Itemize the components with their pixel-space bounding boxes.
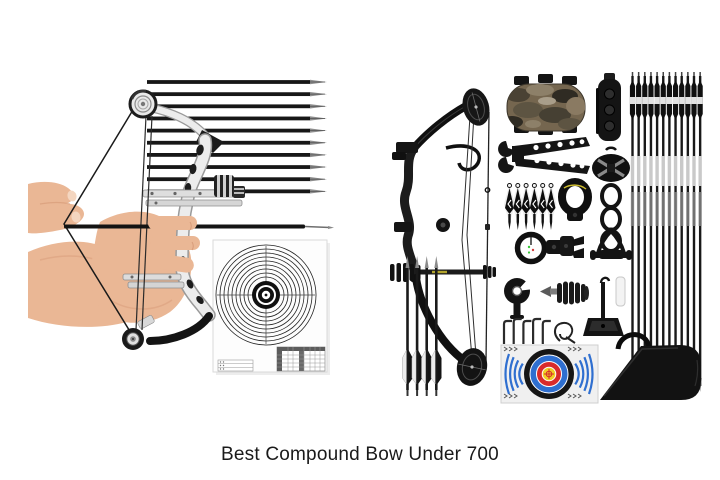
arrow	[147, 140, 327, 145]
arrow	[147, 79, 327, 85]
compound-bow	[390, 88, 496, 386]
arrow	[402, 256, 413, 396]
arrow	[421, 256, 432, 396]
upper-limb	[410, 102, 470, 152]
broadhead	[512, 183, 524, 230]
broadhead	[537, 183, 549, 230]
arrow	[430, 256, 442, 396]
standing-arrows	[402, 256, 442, 396]
lower-bracket	[122, 273, 185, 289]
broadhead	[528, 183, 540, 230]
quiver	[592, 146, 630, 259]
arrow	[666, 72, 672, 392]
left-photo	[28, 79, 334, 375]
arrow	[147, 116, 327, 121]
arrow	[147, 164, 327, 170]
wrist-release	[558, 178, 592, 221]
arrow-bundle	[629, 72, 703, 392]
nocked-arrow	[64, 224, 334, 229]
d-loop-cord	[554, 321, 576, 344]
cable-guard	[445, 144, 481, 172]
allen-wrench	[541, 319, 551, 344]
release-aid	[596, 73, 621, 141]
arrow	[654, 72, 660, 392]
strings	[461, 111, 491, 363]
riser	[400, 143, 419, 283]
arrow	[147, 91, 327, 97]
top-cam	[128, 89, 158, 119]
string-dampener	[540, 281, 589, 305]
bow-holder	[583, 276, 624, 336]
arrow	[147, 104, 327, 109]
bow-sight	[514, 231, 584, 265]
bottom-cam	[456, 348, 488, 386]
arrow	[697, 72, 703, 392]
allen-wrench	[502, 319, 512, 344]
bow-stand	[590, 227, 632, 260]
lower-limb	[146, 312, 213, 345]
broadhead	[504, 183, 515, 230]
allen-wrench	[522, 319, 532, 344]
bottom-cam	[122, 328, 144, 350]
caption: Best Compound Bow Under 700	[221, 444, 499, 465]
score-table	[276, 346, 326, 372]
arrow	[147, 152, 327, 158]
arrow-shelf	[142, 175, 245, 207]
paper-target	[212, 239, 330, 375]
arrow	[660, 72, 666, 392]
arrow	[691, 72, 697, 392]
bow-strings	[63, 99, 153, 339]
bow-hand-fingers	[148, 216, 200, 273]
allen-wrench	[512, 317, 522, 344]
arrow	[679, 72, 685, 392]
arrow	[685, 72, 691, 392]
lower-limb	[412, 274, 470, 366]
armguard	[506, 74, 586, 135]
wax-tube	[615, 276, 626, 307]
arrow	[147, 177, 327, 182]
top-cam	[462, 88, 490, 126]
broadhead	[545, 183, 557, 230]
target-face	[500, 344, 599, 404]
target-ticks	[215, 244, 317, 346]
sound-arcs	[504, 353, 594, 395]
horizontal-arrow-set	[147, 79, 327, 194]
allen-wrench	[532, 317, 542, 344]
corner-chevrons	[503, 346, 582, 399]
broadhead	[520, 183, 532, 230]
broadhead-set	[504, 183, 557, 230]
arrow	[629, 72, 636, 392]
arrow	[672, 72, 679, 392]
case-handle	[615, 332, 652, 350]
arrow	[147, 128, 327, 133]
draw-hand	[28, 181, 84, 234]
bow-case	[600, 332, 702, 400]
bow-wrench-tool	[498, 137, 590, 174]
arrow	[636, 72, 642, 392]
label-table	[217, 359, 254, 372]
peep-sight	[504, 278, 534, 319]
allen-wrench-set	[502, 317, 551, 344]
arrow	[411, 256, 423, 396]
right-photo	[390, 72, 703, 404]
